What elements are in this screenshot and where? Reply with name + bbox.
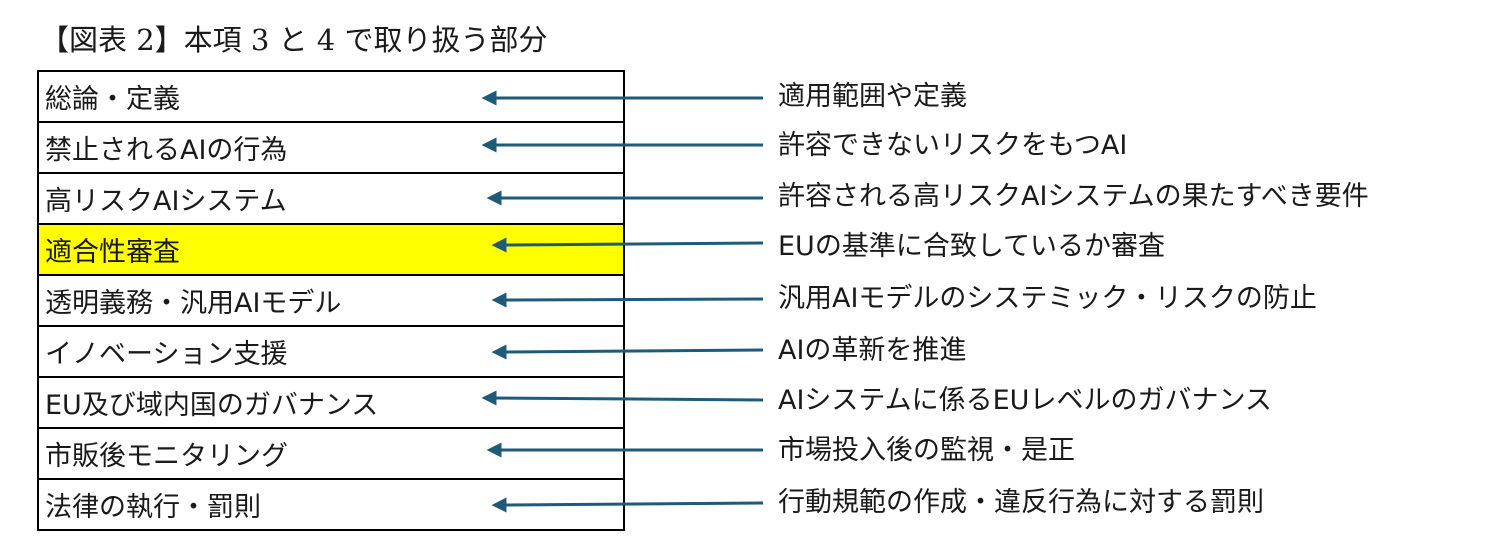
- category-row-general: 総論・定義: [39, 72, 623, 123]
- arrow-8: [491, 497, 764, 513]
- description-transparency: 汎用AIモデルのシステミック・リスクの防止: [778, 283, 1317, 314]
- category-row-prohibited: 禁止されるAIの行為: [39, 123, 623, 174]
- description-prohibited: 許容できないリスクをもつAI: [778, 130, 1128, 161]
- arrow-6: [481, 390, 764, 406]
- description-monitoring: 市場投入後の監視・是正: [778, 435, 1075, 466]
- category-row-transparency: 透明義務・汎用AIモデル: [39, 276, 623, 327]
- category-row-conformity: 適合性審査: [39, 225, 623, 276]
- figure-title: 【図表 2】本項 3 と 4 で取り扱う部分: [40, 23, 548, 57]
- category-row-governance: EU及び域内国のガバナンス: [39, 378, 623, 429]
- category-row-innovation: イノベーション支援: [39, 327, 623, 378]
- arrow-5: [491, 344, 764, 360]
- category-row-high-risk: 高リスクAIシステム: [39, 174, 623, 225]
- description-governance: AIシステムに係るEUレベルのガバナンス: [778, 385, 1272, 416]
- description-conformity: EUの基準に合致しているか審査: [778, 231, 1166, 262]
- category-row-monitoring: 市販後モニタリング: [39, 429, 623, 480]
- description-enforcement: 行動規範の作成・違反行為に対する罰則: [778, 487, 1264, 518]
- description-high-risk: 許容される高リスクAIシステムの果たすべき要件: [778, 181, 1369, 212]
- arrow-3: [491, 237, 764, 253]
- description-innovation: AIの革新を推進: [778, 335, 967, 366]
- description-general: 適用範囲や定義: [778, 81, 967, 112]
- category-row-enforcement: 法律の執行・罰則: [45, 492, 261, 523]
- arrow-4: [491, 292, 764, 308]
